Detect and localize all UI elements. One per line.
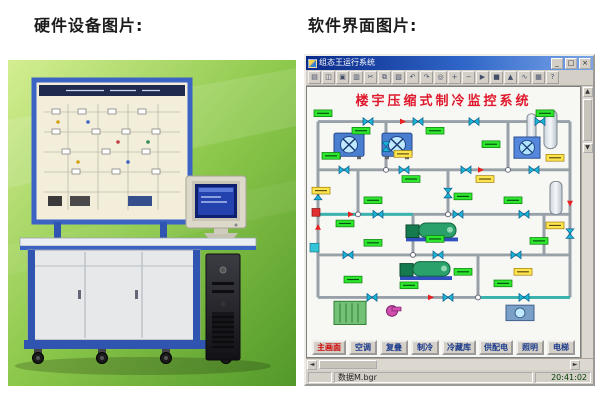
app-icon xyxy=(308,58,317,68)
tanks xyxy=(526,109,563,215)
new-icon[interactable]: ▤ xyxy=(308,71,321,84)
redo-icon[interactable]: ↷ xyxy=(420,71,433,84)
status-time: 20:41:02 xyxy=(535,371,591,383)
undo-icon[interactable]: ↶ xyxy=(406,71,419,84)
nav-buttons: 主画面空调复叠制冷冷藏库供配电照明电梯 xyxy=(307,340,580,355)
maximize-button[interactable]: □ xyxy=(565,57,577,69)
readout-boxes xyxy=(309,109,565,290)
status-bar: 数据M.bgr 20:41:02 xyxy=(306,370,593,384)
window-title: 组态王运行系统 xyxy=(319,58,375,67)
nav-button-ac[interactable]: 空调 xyxy=(349,340,377,355)
sensor-dots xyxy=(355,166,511,301)
chiller-unit xyxy=(505,304,535,322)
report-icon[interactable]: ▦ xyxy=(532,71,545,84)
nav-button-elevator[interactable]: 电梯 xyxy=(547,340,575,355)
nav-button-power[interactable]: 供配电 xyxy=(479,340,513,355)
scroll-left-icon[interactable]: ◄ xyxy=(307,359,317,370)
nav-button-cascade[interactable]: 复叠 xyxy=(380,340,408,355)
zoom-in-icon[interactable]: + xyxy=(448,71,461,84)
nav-button-main[interactable]: 主画面 xyxy=(312,340,346,355)
toolbar: ▤◫▣▥✂⧉▧↶↷◎+−▶■▲∿▦? xyxy=(306,70,593,86)
pc-tower xyxy=(205,253,241,361)
hardware-caption: 硬件设备图片: xyxy=(34,16,144,35)
scroll-up-icon[interactable]: ▲ xyxy=(582,87,593,97)
find-icon[interactable]: ◎ xyxy=(434,71,447,84)
paste-icon[interactable]: ▧ xyxy=(392,71,405,84)
save-icon[interactable]: ▣ xyxy=(336,71,349,84)
nav-button-lighting[interactable]: 照明 xyxy=(516,340,544,355)
nav-button-cold-storage[interactable]: 冷藏库 xyxy=(442,340,476,355)
status-file: 数据M.bgr xyxy=(334,371,533,383)
software-screenshot: 组态王运行系统 _ □ × ▤◫▣▥✂⧉▧↶↷◎+−▶■▲∿▦? 楼宇压缩式制冷… xyxy=(304,54,595,386)
horizontal-scrollbar[interactable]: ◄ ► xyxy=(306,358,593,370)
screen-title: 楼宇压缩式制冷监控系统 xyxy=(355,94,532,109)
run-icon[interactable]: ▶ xyxy=(476,71,489,84)
zoom-out-icon[interactable]: − xyxy=(462,71,475,84)
scada-canvas: 楼宇压缩式制冷监控系统 xyxy=(306,86,581,358)
compressors xyxy=(399,222,459,281)
pump xyxy=(386,305,402,317)
scada-diagram xyxy=(309,109,575,325)
status-cell-left xyxy=(308,371,332,383)
vertical-scroll-thumb[interactable] xyxy=(583,99,592,141)
bench-base xyxy=(24,340,236,349)
scroll-down-icon[interactable]: ▼ xyxy=(582,143,593,153)
crt-monitor xyxy=(185,175,247,238)
nav-button-refrigeration[interactable]: 制冷 xyxy=(411,340,439,355)
software-caption: 软件界面图片: xyxy=(308,16,418,35)
cut-icon[interactable]: ✂ xyxy=(364,71,377,84)
stop-icon[interactable]: ■ xyxy=(490,71,503,84)
alarm-icon[interactable]: ▲ xyxy=(504,71,517,84)
workbench-desk xyxy=(19,237,257,364)
hardware-photo xyxy=(8,60,296,386)
print-icon[interactable]: ▥ xyxy=(350,71,363,84)
vertical-scrollbar[interactable]: ▲ ▼ xyxy=(581,86,593,358)
minimize-button[interactable]: _ xyxy=(551,57,563,69)
trend-icon[interactable]: ∿ xyxy=(518,71,531,84)
trainer-panel xyxy=(31,77,193,238)
cooling-tower xyxy=(513,136,541,159)
evaporator-unit xyxy=(333,300,367,325)
open-icon[interactable]: ◫ xyxy=(322,71,335,84)
horizontal-scroll-thumb[interactable] xyxy=(319,360,377,369)
window-titlebar: 组态王运行系统 _ □ × xyxy=(306,56,593,70)
copy-icon[interactable]: ⧉ xyxy=(378,71,391,84)
close-button[interactable]: × xyxy=(579,57,591,69)
cabinet xyxy=(27,249,201,341)
hardware-photo-image xyxy=(8,60,296,386)
scroll-right-icon[interactable]: ► xyxy=(570,359,580,370)
workarea: 楼宇压缩式制冷监控系统 xyxy=(306,86,593,358)
panel-schematic xyxy=(44,104,180,210)
help-icon[interactable]: ? xyxy=(546,71,559,84)
